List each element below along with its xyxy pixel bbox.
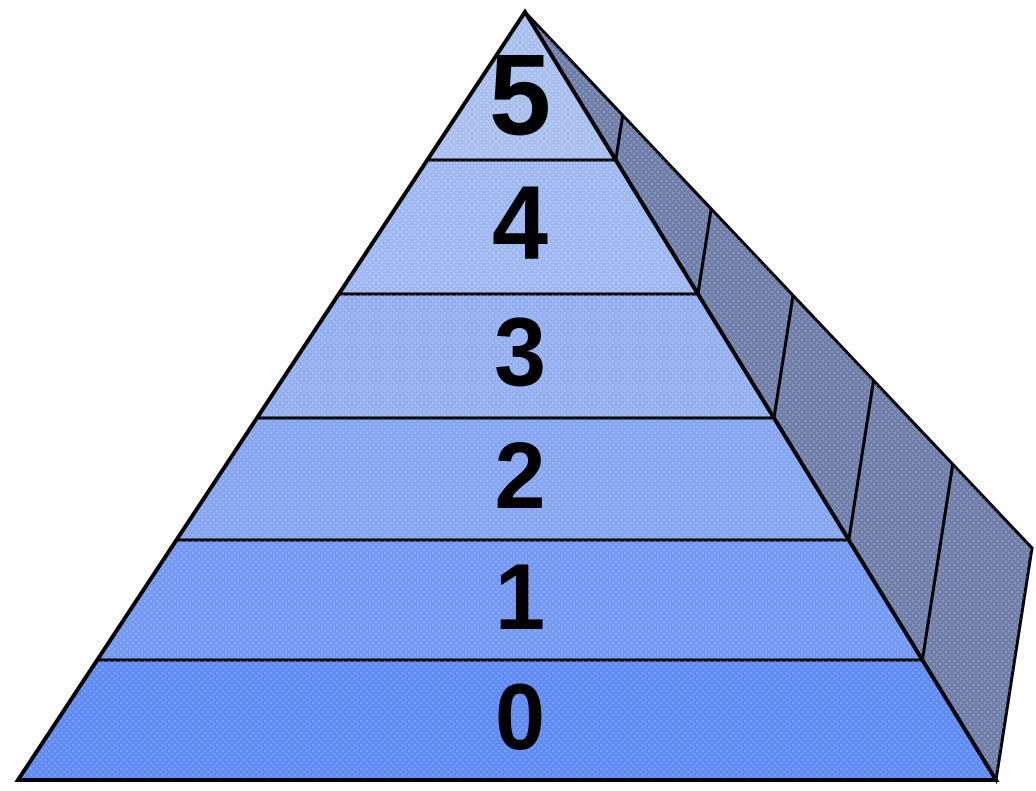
level-label-1: 1 (495, 544, 545, 649)
level-label-2: 2 (495, 423, 546, 529)
level-label-3: 3 (494, 298, 546, 407)
level-label-4: 4 (492, 165, 548, 282)
level-label-0: 0 (495, 664, 545, 769)
level-label-5: 5 (489, 31, 551, 159)
